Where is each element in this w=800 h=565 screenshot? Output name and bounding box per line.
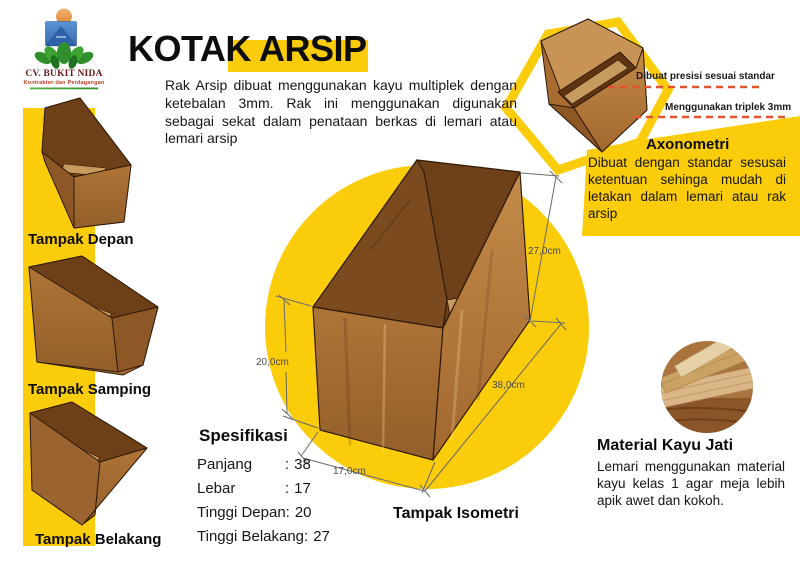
logo-rule [30, 87, 98, 90]
axonometri-body: Dibuat dengan standar sesusai ketentuan … [588, 155, 786, 221]
box-tampak-depan-illustration [41, 97, 132, 229]
spesifikasi-title: Spesifikasi [199, 426, 288, 445]
axon-yellow-panel [582, 116, 800, 236]
spec-colon: : [285, 503, 290, 521]
dim-front-height: 20,0cm [256, 357, 289, 368]
material-title: Material Kayu Jati [597, 437, 734, 454]
spec-row-panjang: Panjang : 38 [197, 452, 397, 476]
logo-graphic [30, 8, 98, 90]
spec-label: Tinggi Belakang [197, 527, 305, 545]
dim-back-height: 27,0cm [528, 246, 561, 257]
spec-label: Tinggi Depan [197, 503, 286, 521]
box-axonometri-illustration [540, 18, 648, 153]
intro-paragraph: Rak Arsip dibuat menggunakan kayu multip… [165, 77, 517, 147]
spec-colon: : [304, 527, 309, 545]
spec-colon: : [285, 479, 290, 497]
logo-lotus-icon [34, 42, 94, 69]
spec-value: 20 [294, 503, 312, 521]
callout-dashes [608, 85, 789, 119]
box-tampak-belakang-illustration [29, 401, 148, 526]
dim-width: 17,0cm [333, 466, 366, 477]
label-tampak-depan: Tampak Depan [28, 231, 134, 248]
callout-plywood: Menggunakan triplek 3mm [665, 102, 792, 113]
spec-value: 17 [294, 479, 311, 497]
page-title: KOTAK ARSIP [128, 28, 367, 69]
spec-value: 27 [313, 527, 330, 545]
callout-precision: Dibuat presisi sesuai standar [636, 71, 775, 82]
spec-row-tinggi-depan: Tinggi Depan : 20 [197, 500, 397, 524]
title-yellow-highlight [228, 40, 368, 72]
axonometri-title: Axonometri [646, 136, 730, 153]
label-tampak-belakang: Tampak Belakang [35, 531, 162, 548]
logo-tagline: Kontraktor dan Perdagangan [23, 80, 105, 86]
dim-length: 38,0cm [492, 380, 525, 391]
box-isometri-illustration [312, 159, 531, 461]
dimension-lines [275, 170, 567, 498]
spec-row-lebar: Lebar : 17 [197, 476, 397, 500]
spec-label: Panjang [197, 455, 253, 473]
spec-label: Lebar [197, 479, 236, 497]
label-tampak-samping: Tampak Samping [28, 381, 152, 398]
label-tampak-isometri: Tampak Isometri [393, 505, 519, 522]
logo-company-name: CV. BUKIT NIDA [25, 69, 103, 79]
spec-row-tinggi-belakang: Tinggi Belakang : 27 [197, 524, 397, 548]
material-wood-photo [661, 341, 753, 433]
spec-colon: : [285, 455, 290, 473]
material-body: Lemari menggunakan material kayu kelas 1… [597, 459, 785, 508]
logo-sun-icon [56, 8, 72, 25]
spesifikasi-list: Panjang : 38 Lebar : 17 Tinggi Depan : 2… [197, 452, 397, 548]
box-tampak-samping-illustration [28, 255, 159, 376]
spec-value: 38 [294, 455, 311, 473]
